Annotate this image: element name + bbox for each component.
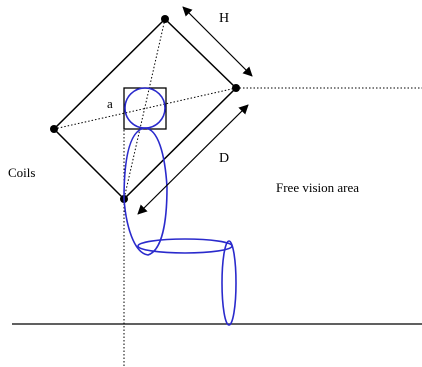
d-dimension-arrow: [137, 104, 249, 215]
person-leg: [221, 240, 237, 326]
seated-person-figure: [123, 87, 237, 326]
person-thigh: [137, 238, 233, 254]
label-a: a: [107, 96, 113, 111]
label-free-vision-area: Free vision area: [276, 180, 360, 195]
label-d: D: [219, 151, 230, 166]
vertex-right: [232, 84, 240, 92]
label-coils: Coils: [8, 165, 36, 180]
vertex-left: [50, 125, 58, 133]
h-dimension-arrow: [182, 6, 253, 77]
diagonal-dotted-1: [53, 87, 237, 130]
diagonal-dotted-2: [123, 18, 166, 200]
label-h: H: [219, 11, 230, 26]
vertex-top: [161, 15, 169, 23]
